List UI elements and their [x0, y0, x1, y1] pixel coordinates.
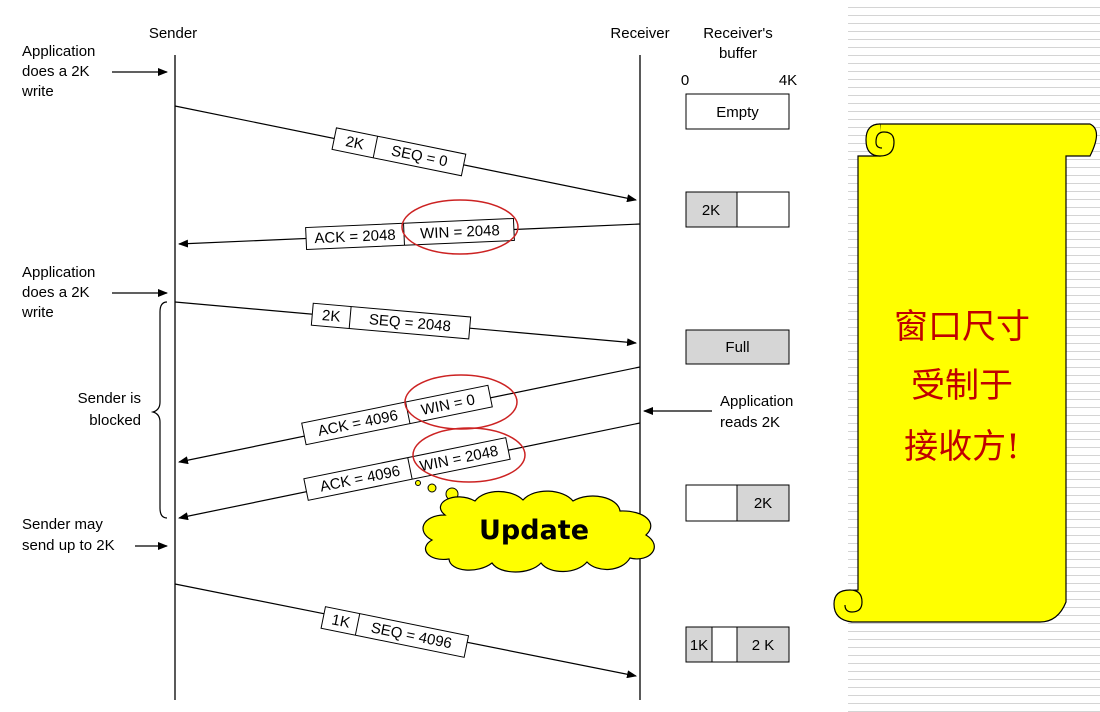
svg-text:does a 2K: does a 2K [22, 63, 90, 80]
segment-seq-0: 2K SEQ = 0 [174, 105, 637, 203]
svg-text:Sender is: Sender is [78, 390, 141, 407]
svg-text:write: write [21, 304, 54, 321]
sender-blocked-note: Sender is blocked [78, 301, 168, 519]
sender-header: Sender [149, 25, 197, 42]
sender-note-may-send: Sender may send up to 2K [22, 516, 168, 554]
buffer-empty: Empty [685, 93, 790, 130]
blocked-brace [150, 301, 168, 519]
svg-text:Sender may: Sender may [22, 516, 103, 533]
win-highlight-circle [412, 427, 526, 483]
svg-text:does a 2K: does a 2K [22, 284, 90, 301]
scroll-bottom-curl [833, 589, 863, 623]
ack-win-2048-ack: ACK = 2048 [314, 227, 396, 248]
svg-text:Application: Application [22, 264, 95, 281]
ack-win-2048-update: ACK = 4096 WIN = 2048 [178, 422, 641, 521]
win-highlight-circle [401, 199, 519, 255]
receiver-header: Receiver [610, 25, 669, 42]
buffer-scale-min: 0 [681, 72, 689, 89]
scroll-text-line3: 接收方! [904, 427, 1020, 467]
ack-win-2048: ACK = 2048 WIN = 2048 [178, 199, 641, 255]
update-label: Update [479, 515, 589, 546]
svg-text:Empty: Empty [716, 104, 759, 121]
ack-win-0: ACK = 4096 WIN = 0 [178, 366, 641, 465]
buffer-final: 1K 2 K [685, 626, 790, 663]
svg-text:Full: Full [725, 339, 749, 356]
sender-note-write-1: Application does a 2K write [21, 43, 168, 100]
svg-text:write: write [21, 83, 54, 100]
buffer-after-read: 2K [685, 484, 790, 522]
buffer-scale-max: 4K [779, 72, 797, 89]
sender-note-write-2: Application does a 2K write [21, 264, 168, 321]
buffer-header-line1: Receiver's [703, 25, 773, 42]
svg-text:Application: Application [22, 43, 95, 60]
segment-seq-4096: 1K SEQ = 4096 [174, 583, 637, 679]
segment-seq-0-size: 2K [344, 133, 365, 153]
scroll-top-curl [865, 123, 895, 157]
buffer-full: Full [685, 329, 790, 365]
buffer-half: 2K [685, 191, 790, 228]
svg-text:2 K: 2 K [752, 637, 775, 654]
svg-text:Application: Application [720, 393, 793, 410]
svg-text:2K: 2K [754, 495, 772, 512]
svg-text:2K: 2K [702, 202, 720, 219]
scroll-note: 窗口尺寸 受制于 接收方! [833, 123, 1098, 623]
receiver-note-app-reads: Application reads 2K [643, 393, 793, 431]
segment-seq-2048-size: 2K [321, 307, 341, 326]
svg-text:blocked: blocked [89, 412, 141, 429]
buffer-header-line2: buffer [719, 45, 757, 62]
update-cloud [422, 490, 655, 573]
win-highlight-circle [404, 374, 518, 430]
svg-text:1K: 1K [690, 637, 708, 654]
update-callout: Update [415, 480, 655, 573]
svg-text:reads 2K: reads 2K [720, 414, 780, 431]
ack-win-2048-win: WIN = 2048 [420, 222, 500, 242]
scroll-text-line2: 受制于 [911, 366, 1013, 406]
svg-text:send up to 2K: send up to 2K [22, 537, 115, 554]
segment-seq-2048: 2K SEQ = 2048 [174, 301, 637, 347]
segment-seq-4096-size: 1K [330, 611, 351, 631]
scroll-text-line1: 窗口尺寸 [894, 307, 1030, 347]
